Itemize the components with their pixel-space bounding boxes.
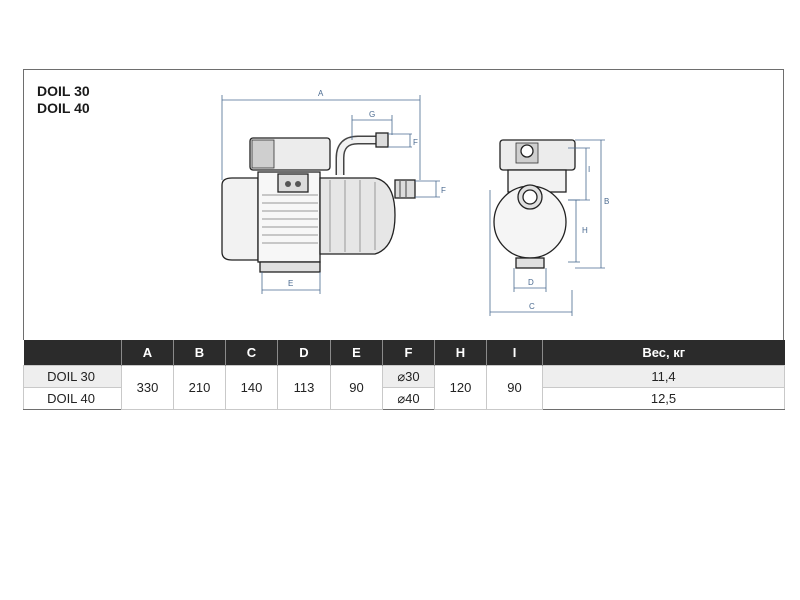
- cell-f: ⌀40: [382, 387, 435, 410]
- dim-label-d: D: [528, 278, 534, 287]
- dim-label-i: I: [588, 165, 590, 174]
- motor-end-cap: [221, 177, 259, 261]
- cell-weight: 12,5: [542, 387, 785, 410]
- drawing-frame: [23, 69, 784, 340]
- cell-d: 113: [277, 365, 331, 410]
- pump-side-view: [221, 132, 416, 273]
- cell-c: 140: [225, 365, 278, 410]
- dim-label-a: A: [318, 89, 324, 98]
- row-model: DOIL 40: [23, 387, 122, 410]
- header-a: A: [121, 340, 174, 366]
- header-f: F: [382, 340, 435, 366]
- header-h: H: [434, 340, 487, 366]
- cell-f: ⌀30: [382, 365, 435, 388]
- cell-a: 330: [121, 365, 174, 410]
- header-c: C: [225, 340, 278, 366]
- dim-label-f-side: F: [441, 186, 446, 195]
- header-e: E: [330, 340, 383, 366]
- pump-housing: [319, 177, 396, 255]
- inlet-nozzle: [394, 179, 416, 199]
- table-row: DOIL 30 330 210 140 113 90 ⌀30 120 90 11…: [23, 365, 785, 410]
- cell-i: 90: [486, 365, 543, 410]
- header-d: D: [277, 340, 331, 366]
- cell-e: 90: [330, 365, 383, 410]
- dim-label-e: E: [288, 279, 293, 288]
- dim-label-c: C: [529, 302, 535, 311]
- dim-label-b: B: [604, 197, 609, 206]
- header-model: [23, 340, 122, 366]
- cell-h: 120: [434, 365, 487, 410]
- table-row: DOIL 40 ⌀40 12,5: [23, 387, 785, 410]
- front-dimensions: [489, 139, 605, 316]
- base-foot: [259, 261, 321, 273]
- spec-header-row: A B C D E F H I Вес, кг: [23, 340, 785, 366]
- spec-table: A B C D E F H I Вес, кг DOIL 30 330 210 …: [23, 340, 785, 410]
- dim-label-h: H: [582, 226, 588, 235]
- cell-b: 210: [173, 365, 226, 410]
- row-model: DOIL 30: [23, 365, 122, 388]
- pump-front-view: [493, 139, 576, 269]
- header-i: I: [486, 340, 543, 366]
- side-dimensions: [221, 95, 440, 294]
- pump-drawing: A G F F E I B H D C: [221, 89, 609, 316]
- header-b: B: [173, 340, 226, 366]
- model-title-doil-40: DOIL 40: [37, 100, 90, 116]
- model-title-doil-30: DOIL 30: [37, 83, 90, 99]
- model-titles: DOIL 30 DOIL 40: [37, 83, 90, 117]
- dim-label-g: G: [369, 110, 375, 119]
- header-weight: Вес, кг: [542, 340, 785, 366]
- front-base-foot: [515, 257, 545, 269]
- cell-weight: 11,4: [542, 365, 785, 388]
- dim-label-f-top: F: [413, 138, 418, 147]
